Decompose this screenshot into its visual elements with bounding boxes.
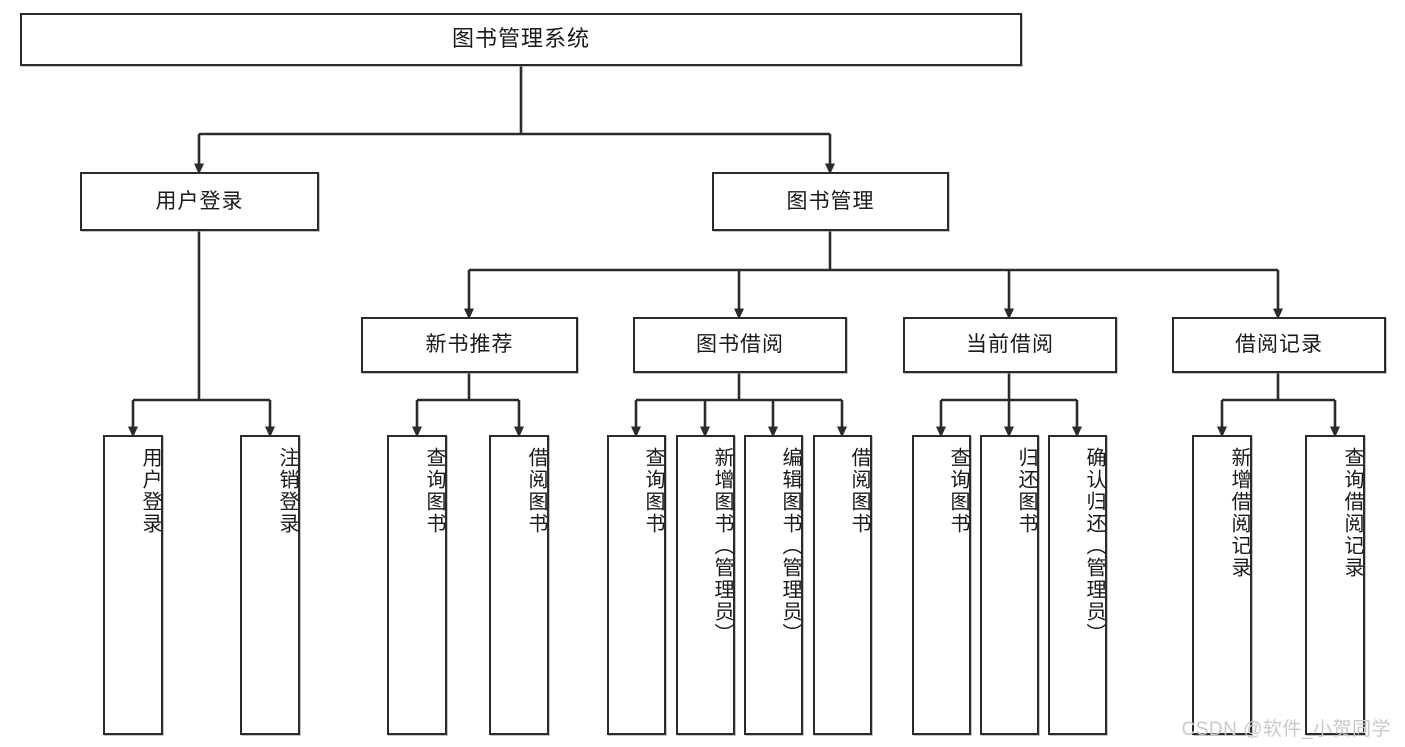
node-leaf-query-book-1[interactable]: 查询图书: [387, 435, 447, 735]
node-leaf-borrow-book-2[interactable]: 借阅图书: [813, 435, 872, 735]
node-leaf-query-book-2[interactable]: 查询图书: [607, 435, 666, 735]
node-leaf-borrow-book-1[interactable]: 借阅图书: [489, 435, 549, 735]
node-book-borrow[interactable]: 图书借阅: [633, 317, 847, 373]
node-borrow-record-label: 借阅记录: [1235, 333, 1323, 357]
node-leaf-add-book-label: 新增图书（管理员）: [711, 447, 733, 645]
node-leaf-logout[interactable]: 注销登录: [240, 435, 300, 735]
node-leaf-add-record[interactable]: 新增借阅记录: [1192, 435, 1252, 735]
node-new-book-rec-label: 新书推荐: [425, 333, 514, 357]
node-leaf-query-book-1-label: 查询图书: [423, 447, 445, 535]
node-current-borrow-label: 当前借阅: [966, 333, 1054, 357]
watermark: CSDN @软件_小贺同学: [1181, 719, 1391, 740]
node-leaf-query-book-3-label: 查询图书: [947, 447, 969, 535]
node-new-book-rec[interactable]: 新书推荐: [361, 317, 578, 373]
node-leaf-query-record-label: 查询借阅记录: [1341, 447, 1363, 579]
node-leaf-user-login[interactable]: 用户登录: [103, 435, 163, 735]
node-leaf-edit-book[interactable]: 编辑图书（管理员）: [744, 435, 803, 735]
node-book-manage-label: 图书管理: [786, 189, 875, 213]
node-leaf-borrow-book-1-label: 借阅图书: [525, 447, 547, 535]
node-user-login[interactable]: 用户登录: [80, 172, 319, 231]
node-leaf-return-book-label: 归还图书: [1015, 447, 1037, 535]
node-leaf-query-book-2-label: 查询图书: [642, 447, 664, 535]
node-leaf-add-book[interactable]: 新增图书（管理员）: [676, 435, 735, 735]
node-leaf-logout-label: 注销登录: [276, 447, 298, 535]
node-leaf-borrow-book-2-label: 借阅图书: [848, 447, 870, 535]
node-user-login-label: 用户登录: [155, 189, 244, 213]
node-leaf-confirm-return[interactable]: 确认归还（管理员）: [1048, 435, 1107, 735]
node-book-borrow-label: 图书借阅: [696, 333, 784, 357]
node-book-manage[interactable]: 图书管理: [712, 172, 949, 231]
node-leaf-return-book[interactable]: 归还图书: [980, 435, 1039, 735]
node-leaf-edit-book-label: 编辑图书（管理员）: [779, 447, 801, 645]
node-leaf-query-book-3[interactable]: 查询图书: [912, 435, 971, 735]
node-root-label: 图书管理系统: [451, 26, 590, 52]
node-leaf-confirm-return-label: 确认归还（管理员）: [1083, 447, 1105, 645]
node-borrow-record[interactable]: 借阅记录: [1172, 317, 1386, 373]
node-leaf-query-record[interactable]: 查询借阅记录: [1305, 435, 1365, 735]
node-leaf-add-record-label: 新增借阅记录: [1228, 447, 1250, 579]
node-root[interactable]: 图书管理系统: [20, 13, 1022, 66]
node-leaf-user-login-label: 用户登录: [139, 447, 161, 535]
node-current-borrow[interactable]: 当前借阅: [903, 317, 1117, 373]
